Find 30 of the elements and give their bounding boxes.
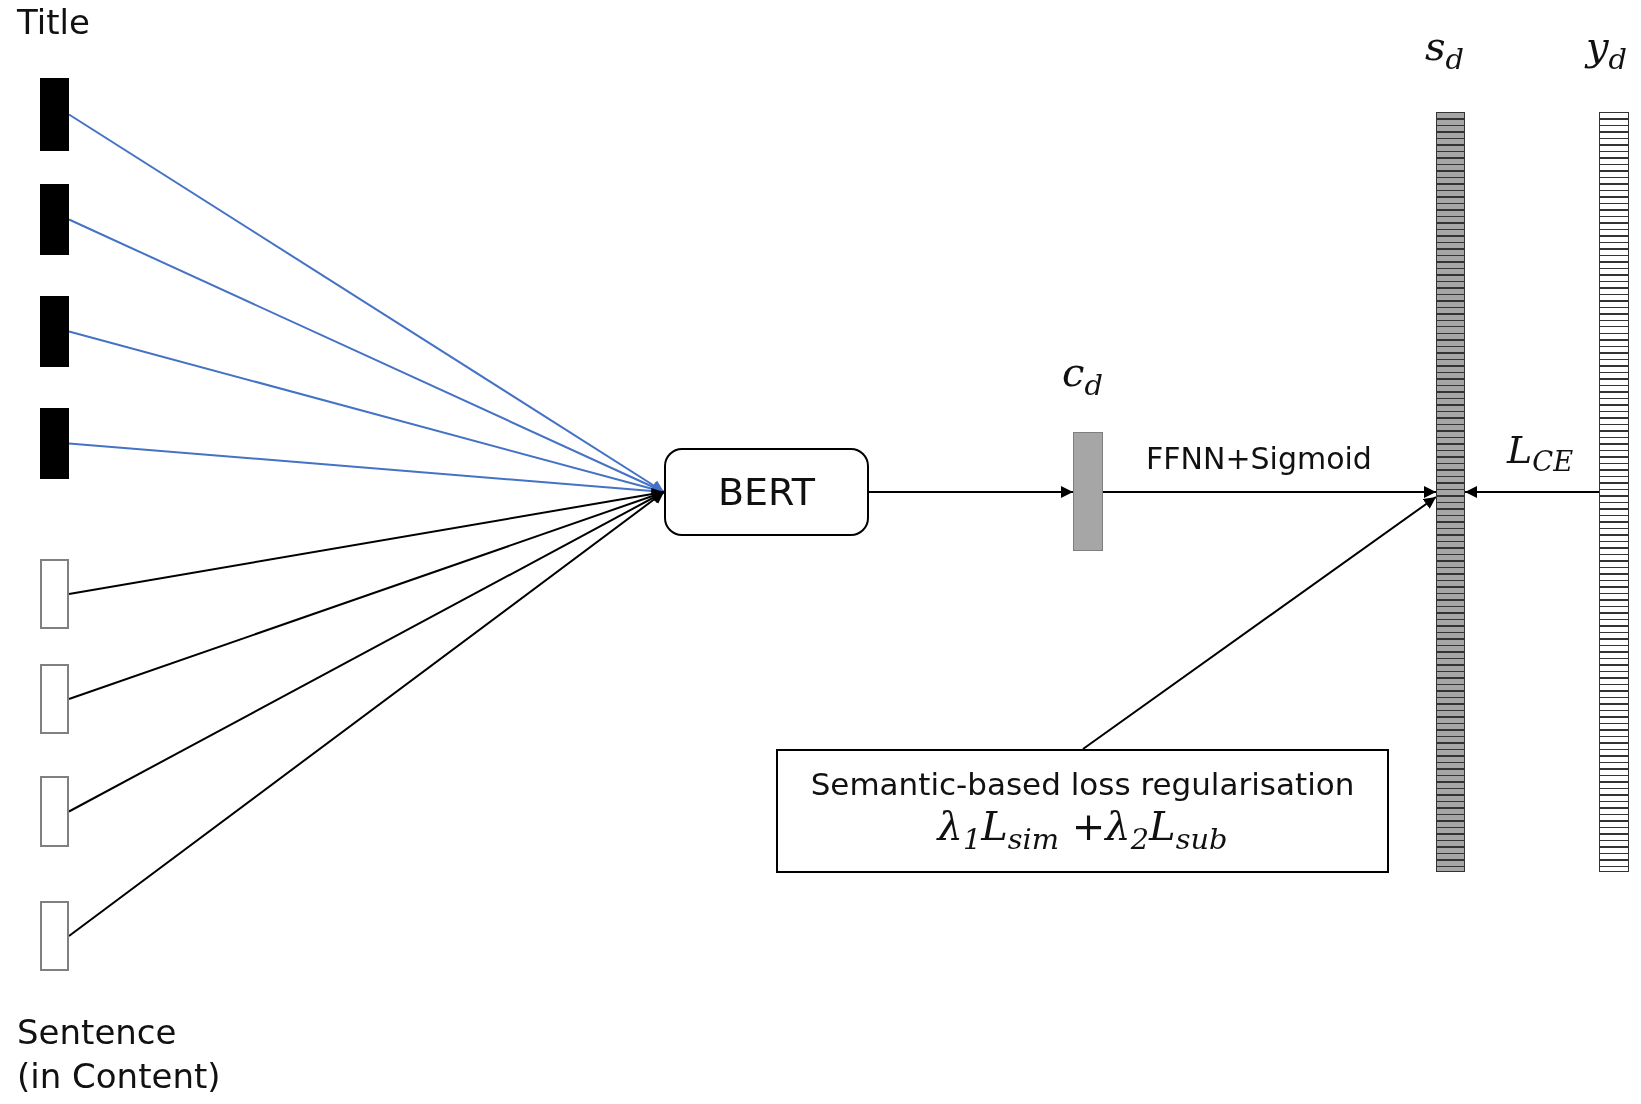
arrow — [1082, 496, 1437, 750]
bar-shape — [1073, 432, 1103, 551]
arrow — [68, 490, 665, 700]
arrow — [868, 486, 1074, 498]
model-box — [664, 448, 869, 536]
loss-box — [776, 749, 1389, 873]
vector-label: c$_{d}$ — [1062, 350, 1103, 402]
bar-shape — [40, 901, 69, 971]
arrow — [1464, 486, 1600, 498]
bar-shape — [1599, 112, 1629, 872]
vector-label: s$_{d}$ — [1425, 24, 1464, 76]
bar-shape — [40, 559, 69, 629]
input-label: Sentence (in Content) — [17, 1011, 222, 1099]
loss-formula: λ$_{1}$L$_{sim}$ +λ$_{2}$L$_{sub}$ — [937, 804, 1228, 856]
arrow — [68, 488, 665, 595]
bar-shape — [40, 78, 69, 151]
box-heading: Semantic-based loss regularisation — [810, 766, 1355, 803]
bar-shape — [40, 296, 69, 367]
arrow — [68, 218, 665, 493]
arrow — [1102, 486, 1437, 498]
bar-shape — [40, 408, 69, 479]
input-label: Title — [17, 1, 91, 44]
bar-shape — [1436, 112, 1465, 872]
arrow — [68, 491, 665, 937]
arrow — [68, 113, 665, 493]
bar-shape — [40, 776, 69, 847]
vector-label: y$_{d}$ — [1586, 24, 1628, 76]
bar-shape — [40, 184, 69, 255]
bar-shape — [40, 664, 69, 734]
model-name: BERT — [718, 470, 815, 514]
